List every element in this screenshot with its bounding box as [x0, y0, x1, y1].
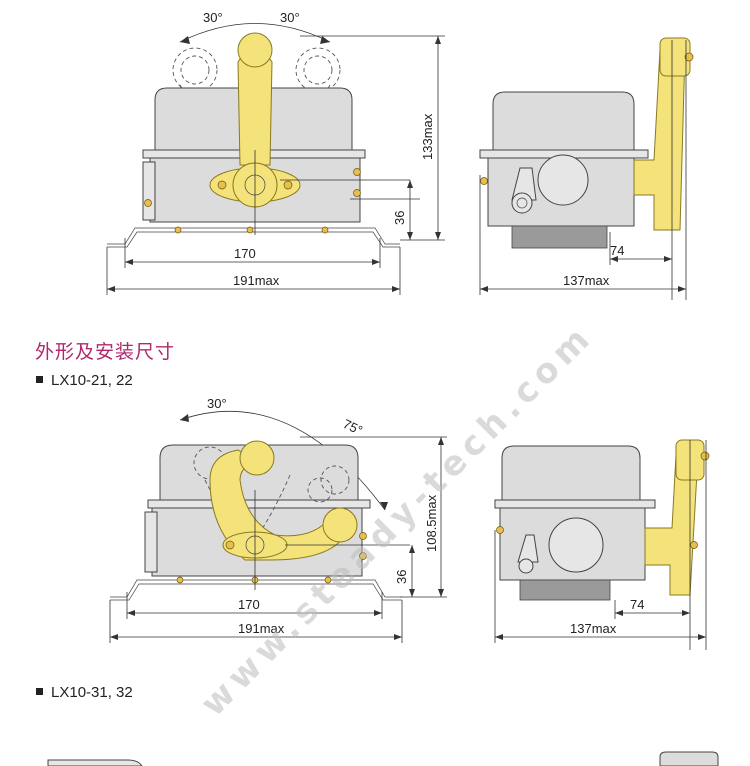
bottom-partial-shape-right — [659, 751, 719, 766]
d1-ghost-roller-left — [172, 47, 218, 93]
d1-side-arm — [633, 49, 686, 231]
d1-side-base — [511, 225, 608, 249]
diagram2-front-view: 30° 75° 108.5max — [109, 396, 447, 643]
d2-roller-top — [239, 440, 275, 476]
d2-angle-right: 75° — [341, 416, 365, 438]
d1-angle-arc — [179, 23, 331, 43]
d1-base-plate — [107, 227, 400, 245]
d2-angle-left: 30° — [207, 396, 227, 411]
d2-angle-arc — [179, 410, 386, 511]
model-label-2: LX10-31, 32 — [36, 684, 133, 701]
d1-ghost-roller-right — [295, 47, 341, 93]
d2-side-total: 137max — [570, 621, 617, 636]
bullet-icon — [36, 376, 43, 383]
d1-side-total: 137max — [563, 273, 610, 288]
d1-width-total: 191max — [233, 273, 280, 288]
section-title: 外形及安装尺寸 — [35, 341, 176, 363]
diagram1-front-view: 30° 30° — [106, 10, 445, 295]
bottom-partial-shape-left — [47, 759, 143, 766]
d2-side-offset: 74 — [630, 597, 644, 612]
d2-height-total: 108.5max — [424, 494, 439, 552]
diagram2-side-view: 74 137max — [494, 439, 710, 650]
d1-height-total: 133max — [420, 113, 435, 160]
d2-width-holes: 170 — [238, 597, 260, 612]
d1-width-holes: 170 — [234, 246, 256, 261]
model-label-1: LX10-21, 22 — [36, 372, 133, 389]
d2-width-total: 191max — [238, 621, 285, 636]
model-name-2: LX10-31, 32 — [51, 684, 133, 701]
d2-height-mount: 36 — [394, 570, 409, 584]
model-name-1: LX10-21, 22 — [51, 372, 133, 389]
diagram1-side-view: 74 137max — [479, 37, 694, 300]
d1-angle-right: 30° — [280, 10, 300, 25]
d1-side-offset: 74 — [610, 243, 624, 258]
d1-roller — [237, 32, 273, 68]
bullet-icon — [36, 688, 43, 695]
d1-angle-left: 30° — [203, 10, 223, 25]
d2-roller-right — [322, 507, 358, 543]
d1-height-mount: 36 — [392, 211, 407, 225]
